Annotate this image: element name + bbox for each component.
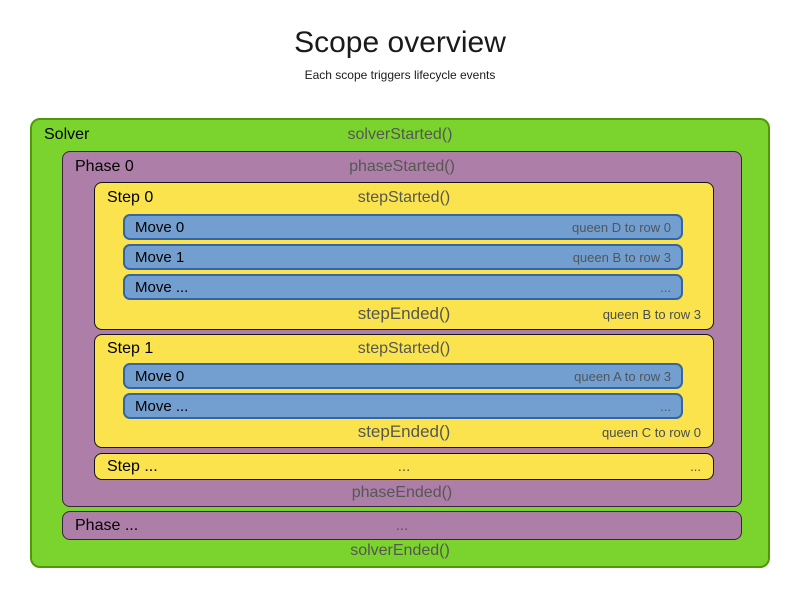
phase-more-ellipsis: ... (395, 517, 409, 534)
move-row: Move ... ... (123, 274, 683, 300)
step-more-bar: Step ... ... ... (94, 453, 714, 480)
move-note: queen B to row 3 (572, 249, 671, 265)
step-1-scope-box: Step 1 stepStarted() Move 0 queen A to r… (94, 334, 714, 448)
step-footer-row: stepEnded() queen B to row 3 (95, 299, 713, 329)
page-title: Scope overview (294, 26, 506, 59)
step-ended-note: queen B to row 3 (602, 306, 701, 322)
phase-more-label: Phase ... (75, 516, 139, 534)
solver-footer-row: solverEnded() (32, 536, 768, 566)
move-label: Move 0 (135, 367, 185, 385)
solver-started-event: solverStarted() (347, 126, 453, 143)
step-label: Step 0 (107, 189, 154, 206)
phase-ended-event: phaseEnded() (351, 484, 453, 501)
step-header-row: Step 1 stepStarted() (95, 335, 713, 363)
step-label: Step 1 (107, 340, 154, 357)
move-label: Move ... (135, 397, 189, 415)
step-more-note: ... (690, 459, 701, 474)
step-more-ellipsis: ... (397, 458, 411, 475)
page-subtitle: Each scope triggers lifecycle events (304, 68, 496, 82)
move-list: Move 0 queen D to row 0 Move 1 queen B t… (123, 214, 683, 304)
move-label: Move 1 (135, 248, 185, 266)
move-label: Move ... (135, 278, 189, 296)
move-row: Move 0 queen A to row 3 (123, 363, 683, 389)
step-more-label: Step ... (107, 457, 158, 475)
solver-scope-box: Solver solverStarted() Phase 0 phaseStar… (30, 118, 770, 568)
phase-started-event: phaseStarted() (349, 158, 455, 175)
move-label: Move 0 (135, 218, 185, 236)
step-footer-row: stepEnded() queen C to row 0 (95, 417, 713, 447)
step-ended-note: queen C to row 0 (601, 424, 701, 440)
phase-label: Phase 0 (75, 158, 134, 175)
move-row: Move 0 queen D to row 0 (123, 214, 683, 240)
move-note: ... (660, 398, 671, 414)
step-started-event: stepStarted() (357, 189, 451, 206)
solver-ended-event: solverEnded() (350, 542, 450, 559)
phase-header-row: Phase 0 phaseStarted() (63, 152, 741, 182)
move-note: queen A to row 3 (574, 368, 671, 384)
move-row: Move ... ... (123, 393, 683, 419)
step-header-row: Step 0 stepStarted() (95, 183, 713, 213)
step-ended-event: stepEnded() (357, 422, 451, 441)
solver-header-row: Solver solverStarted() (32, 120, 768, 150)
phase-0-scope-box: Phase 0 phaseStarted() Step 0 stepStarte… (62, 151, 742, 507)
step-0-scope-box: Step 0 stepStarted() Move 0 queen D to r… (94, 182, 714, 330)
move-list: Move 0 queen A to row 3 Move ... ... (123, 363, 683, 423)
move-row: Move 1 queen B to row 3 (123, 244, 683, 270)
solver-label: Solver (44, 126, 90, 143)
move-note: ... (660, 279, 671, 295)
step-ended-event: stepEnded() (357, 304, 451, 323)
step-started-event: stepStarted() (357, 340, 451, 357)
phase-more-bar: Phase ... ... (62, 511, 742, 540)
move-note: queen D to row 0 (571, 219, 671, 235)
phase-footer-row: phaseEnded() (63, 480, 741, 506)
